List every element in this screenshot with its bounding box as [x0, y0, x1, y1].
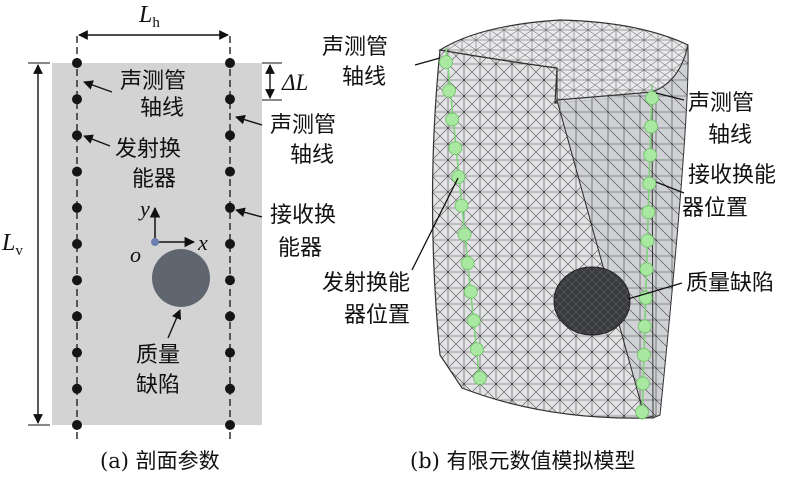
receiver-node: [635, 405, 649, 419]
transducer-dot: [225, 239, 235, 249]
transmitter-node: [451, 170, 466, 184]
label-b-tube-axis-right: 声测管轴线: [688, 91, 754, 148]
mesh-defect: [553, 266, 631, 336]
mesh-right-flat: [651, 44, 689, 419]
defect-circle: [152, 249, 210, 307]
transmitter-nodes: [439, 55, 487, 385]
leader-b-tube-axis-right: [655, 92, 685, 101]
leader-b-tube-axis-left: [414, 57, 441, 66]
receiver-node: [640, 233, 655, 248]
transmitter-node: [460, 256, 475, 270]
receiver-node: [636, 348, 651, 362]
receiver-node: [643, 148, 658, 162]
spacing-label: ΔL: [281, 70, 308, 95]
transducer-dot: [72, 58, 82, 68]
receiver-node: [639, 262, 654, 277]
leader-transmitter: [83, 134, 111, 147]
transducer-dot: [72, 94, 82, 105]
transducer-dot: [72, 311, 82, 322]
panel-b: 声测管轴线 声测管轴线 接收换能器位置 发射换能器位置 质量缺陷 (b) 有限元…: [322, 19, 776, 473]
receiver-node: [636, 376, 650, 391]
leader-defect: [167, 309, 182, 339]
leader-b-defect: [627, 282, 683, 300]
transmitter-node: [457, 227, 472, 242]
panel-a: Lh Lv ΔL y x o 声测管轴线 声测管轴线 发射换能器 接收换能器: [1, 2, 336, 473]
transmitter-node: [473, 371, 487, 385]
node-line-right: [641, 84, 653, 421]
dimension-v-label: Lv: [1, 230, 23, 259]
transducer-dot: [225, 94, 235, 105]
origin-label: o: [130, 242, 141, 267]
transducer-dot: [72, 275, 82, 286]
label-b-transmitter-position: 发射换能器位置: [322, 271, 410, 328]
transducer-dot: [72, 130, 82, 141]
transducer-dot: [72, 239, 82, 249]
label-b-defect: 质量缺陷: [686, 271, 774, 296]
transducer-dot: [225, 275, 235, 286]
transmitter-node: [466, 313, 481, 328]
transducer-dot: [225, 311, 235, 322]
transducer-dot: [225, 130, 235, 141]
transducer-dot: [225, 383, 235, 394]
axis-x-label: x: [197, 230, 208, 255]
receiver-node: [641, 205, 656, 220]
transducer-dot: [72, 202, 82, 213]
transducer-dot: [225, 347, 235, 358]
dimension-h-label: Lh: [138, 2, 160, 31]
transmitter-node: [448, 141, 463, 156]
label-b-receiver-position: 接收换能器位置: [682, 163, 776, 221]
leader-b-receiver: [655, 181, 685, 194]
label-receiver: 接收换能器: [270, 203, 336, 261]
label-b-tube-axis-left: 声测管轴线: [322, 35, 388, 90]
caption-a: (a) 剖面参数: [100, 449, 220, 473]
label-tube-axis-right: 声测管轴线: [270, 113, 336, 168]
label-transmitter: 发射换能器: [115, 137, 181, 192]
transducer-dot: [225, 166, 235, 177]
label-defect: 质量缺陷: [136, 343, 180, 398]
transmitter-node: [454, 198, 469, 213]
transducer-dot: [72, 420, 82, 430]
transducer-dot: [225, 420, 235, 430]
transducer-dot: [225, 58, 235, 68]
transmitter-node: [442, 83, 456, 98]
receiver-node: [637, 319, 652, 334]
receiver-nodes: [635, 91, 659, 419]
transmitter-node: [439, 55, 453, 69]
leader-tube-axis-left: [83, 80, 113, 93]
transducer-dots-left: [72, 58, 82, 430]
transducer-dot: [72, 383, 82, 394]
axis-y-label: y: [138, 196, 150, 221]
transmitter-node: [445, 112, 460, 127]
transducer-dots-right: [225, 58, 235, 430]
caption-b: (b) 有限元数值模拟模型: [410, 449, 636, 473]
leader-receiver: [235, 207, 263, 218]
leader-tube-axis-right: [235, 114, 263, 126]
receiver-node: [645, 91, 659, 105]
label-tube-axis-left: 声测管轴线: [120, 69, 186, 121]
node-line-left: [445, 47, 481, 385]
transmitter-node: [463, 284, 478, 299]
transducer-dot: [72, 347, 82, 358]
transmitter-node: [470, 342, 484, 357]
receiver-node: [644, 119, 658, 134]
transducer-dot: [225, 202, 235, 213]
leader-b-transmitter: [411, 177, 459, 271]
transducer-dot: [72, 166, 82, 177]
origin-dot: [151, 238, 159, 246]
receiver-node: [642, 176, 657, 191]
